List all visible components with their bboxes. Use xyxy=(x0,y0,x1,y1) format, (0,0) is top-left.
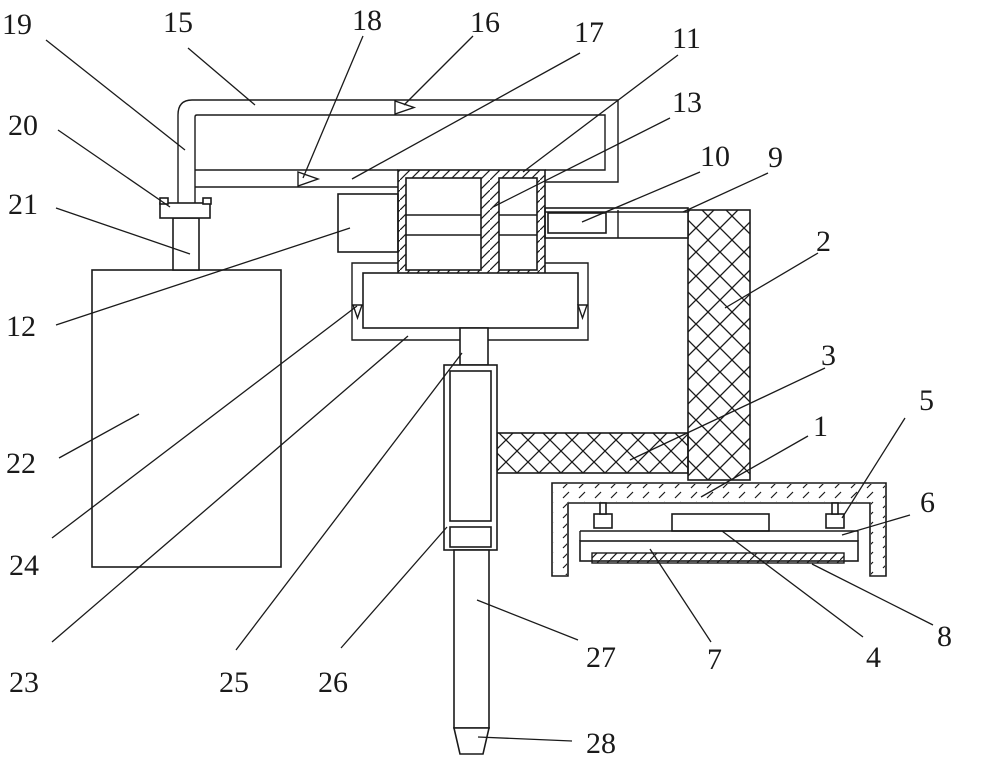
label-28: 28 xyxy=(586,727,616,760)
drill-shaft xyxy=(443,327,498,755)
label-8: 8 xyxy=(937,620,952,653)
part-labels: 19 15 18 16 17 11 13 10 9 2 3 1 5 6 8 4 … xyxy=(2,4,952,760)
label-26: 26 xyxy=(318,666,348,699)
upper-drum xyxy=(397,169,546,279)
label-17: 17 xyxy=(574,16,604,49)
horizontal-rod xyxy=(544,207,689,239)
label-12: 12 xyxy=(6,310,36,343)
label-1: 1 xyxy=(813,410,828,443)
label-23: 23 xyxy=(9,666,39,699)
label-25: 25 xyxy=(219,666,249,699)
label-15: 15 xyxy=(163,6,193,39)
leader-lines xyxy=(45,35,934,742)
label-11: 11 xyxy=(672,22,701,55)
pipe-system xyxy=(159,99,619,271)
label-21: 21 xyxy=(8,188,38,221)
cross-beam xyxy=(496,432,689,474)
motor-box xyxy=(337,193,399,253)
wall-column xyxy=(687,209,751,481)
label-16: 16 xyxy=(470,6,500,39)
label-2: 2 xyxy=(816,225,831,258)
label-24: 24 xyxy=(9,549,39,582)
label-27: 27 xyxy=(586,641,616,674)
water-tank xyxy=(91,269,282,568)
label-10: 10 xyxy=(700,140,730,173)
base-frame xyxy=(551,482,887,577)
label-4: 4 xyxy=(866,641,881,674)
label-19: 19 xyxy=(2,8,32,41)
lower-housing xyxy=(351,262,589,341)
label-20: 20 xyxy=(8,109,38,142)
label-6: 6 xyxy=(920,486,935,519)
label-22: 22 xyxy=(6,447,36,480)
label-7: 7 xyxy=(707,643,722,676)
label-3: 3 xyxy=(821,339,836,372)
label-18: 18 xyxy=(352,4,382,37)
label-5: 5 xyxy=(919,384,934,417)
label-9: 9 xyxy=(768,141,783,174)
label-13: 13 xyxy=(672,86,702,119)
